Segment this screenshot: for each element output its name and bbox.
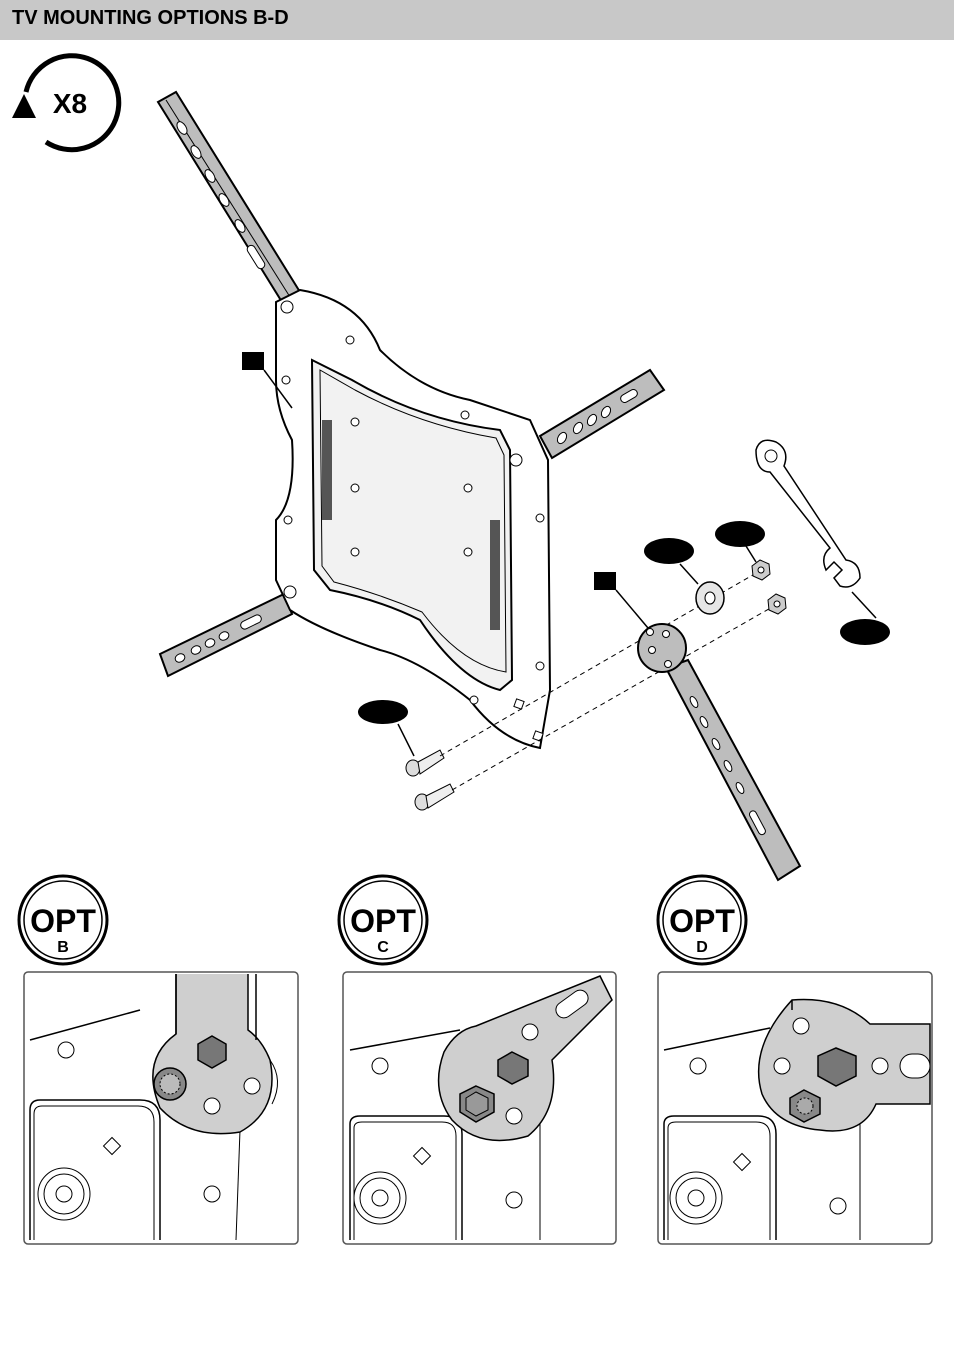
washer [696,582,724,614]
callout-nut [715,521,765,547]
callout-wrench [840,619,890,645]
option-badge-c: OPT C [339,876,427,964]
option-letter: D [696,939,708,956]
option-letter: C [377,939,389,956]
detail-panel-b [24,972,298,1244]
arrow-head-icon [12,94,36,118]
detail-panel-c [343,972,616,1244]
callout-washer [644,538,694,564]
option-label: OPT [669,903,735,939]
option-badge-b: OPT B [19,876,107,964]
wrench-icon [756,440,860,587]
bolt-lower [415,784,454,810]
arm-attached [638,624,800,880]
repeat-count: X8 [53,88,87,119]
option-label: OPT [350,903,416,939]
repeat-badge: X8 [12,56,119,150]
mounting-plate [276,290,550,748]
nut-upper [752,560,770,580]
option-letter: B [57,939,69,956]
callout-arm [594,572,648,628]
option-badge-d: OPT D [658,876,746,964]
arm-bottom-left [160,594,292,676]
option-label: OPT [30,903,96,939]
bolt-upper [406,750,444,776]
arm-top-left [158,92,300,302]
callout-bolt [358,700,408,724]
detail-panel-d [658,972,932,1244]
arm-right [540,370,664,458]
nut-lower [768,594,786,614]
